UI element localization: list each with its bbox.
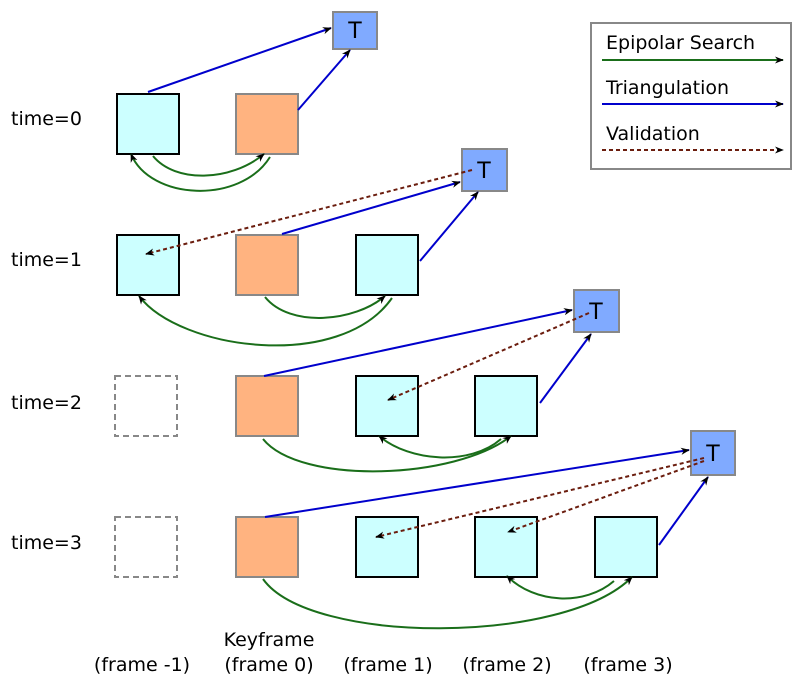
row-label-time-0: time=0 [11,108,82,130]
row-time-1: T [116,148,508,347]
frame-box [355,375,419,437]
keyframe-box [235,93,299,155]
frame-box [116,234,180,296]
frame-box [594,516,658,578]
epipolar-search-arrow [378,435,502,459]
triangulated-box [573,289,620,333]
keyframe-box [235,375,299,437]
validation-arrow [145,169,473,256]
legend-label-validation: Validation [606,123,700,145]
column-label-frame-1: (frame 1) [343,654,432,676]
epipolar-search-arrow [262,435,512,473]
frame-box [355,234,419,296]
triangulated-point: T [332,11,378,50]
legend-label-triangulation: Triangulation [605,77,729,99]
row-time-0: T [116,11,378,192]
triangulated-point: T [690,430,736,476]
epipolar-search-arrow [152,153,265,177]
row-label-time-2: time=2 [11,392,82,414]
triangulated-label: T [705,442,720,467]
column-label-frame-3: (frame 3) [583,654,672,676]
validation-arrow [387,312,590,401]
epipolar-search-arrow [130,153,271,192]
triangulated-point: T [573,289,620,333]
epipolar-search-arrow [262,576,633,630]
triangulation-arrow [281,180,461,235]
column-label-frame-2: (frame 2) [462,654,551,676]
triangulation-arrow [147,27,332,93]
triangulated-box [332,11,378,50]
triangulated-label: T [588,300,603,325]
row-time-3: T [114,430,736,630]
keyframe-box [235,516,299,578]
epipolar-search-arrow [264,295,386,319]
legend: Epipolar Search Triangulation Validation [590,22,792,170]
validation-arrow [375,457,705,539]
row-label-time-1: time=1 [11,249,82,271]
epipolar-search-arrow [138,295,393,347]
empty-frame-box [114,516,178,578]
row-label-time-3: time=3 [11,532,82,554]
row-time-2: T [114,289,620,473]
frame-box [116,93,180,155]
triangulated-label: T [347,19,362,44]
triangulation-arrow [539,333,592,404]
triangulation-arrow [264,447,690,518]
triangulation-arrow [658,476,709,546]
column-label-frame-0: (frame 0) [224,654,313,676]
keyframe-box [235,234,299,296]
legend-label-epipolar-search: Epipolar Search [606,32,755,54]
epipolar-search-arrow [506,575,615,600]
frame-box [474,375,538,437]
triangulated-box [690,430,736,476]
frame-box [355,516,419,578]
column-label-frame-minus-1: (frame -1) [94,654,190,676]
triangulation-arrow [419,191,479,262]
triangulation-arrow [263,308,573,377]
triangulation-arrow [297,49,351,111]
empty-frame-box [114,375,178,437]
frame-box [474,516,538,578]
triangulated-label: T [476,159,491,184]
keyframe-label: Keyframe [224,629,315,651]
legend-box [590,22,792,170]
